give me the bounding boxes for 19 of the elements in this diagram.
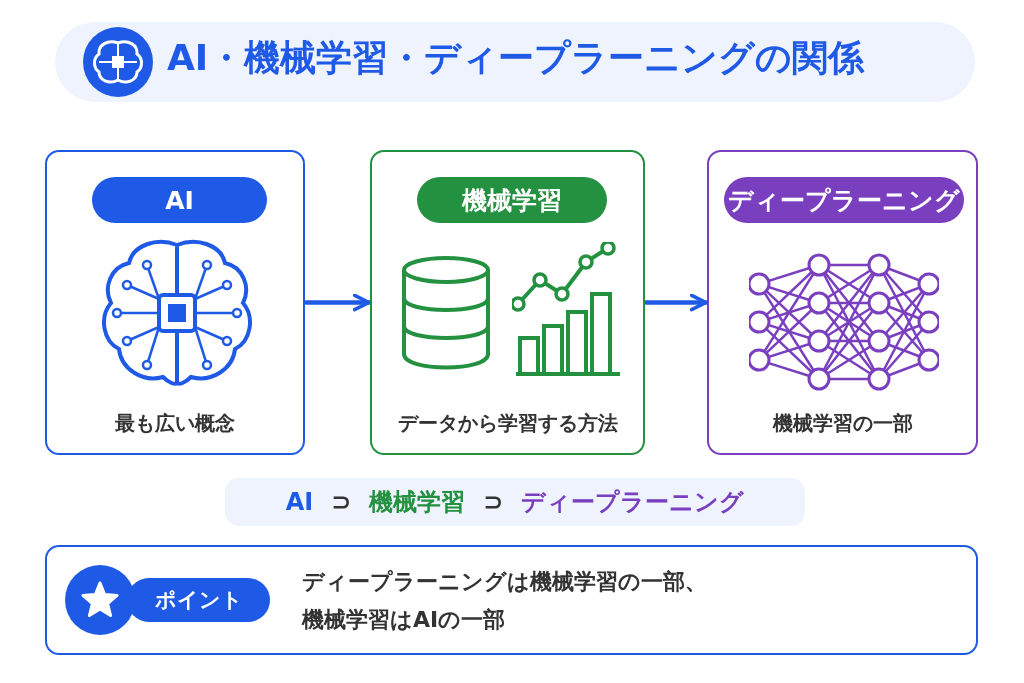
subset-symbol: ⊃: [483, 488, 504, 516]
category-tag: 機械学習: [417, 177, 607, 223]
description-text: 機械学習の一部: [771, 410, 914, 437]
point-panel: [45, 545, 978, 655]
subset-symbol: ⊃: [331, 488, 352, 516]
arrow: [303, 293, 372, 312]
category-tag: AI: [92, 177, 267, 223]
relation-term: ディープラーニング: [521, 487, 745, 518]
relation-term: AI: [285, 488, 314, 516]
description-text: 最も広い概念: [114, 410, 236, 437]
concept-card: [707, 150, 978, 455]
arrow: [643, 293, 709, 312]
title-text: AI・機械学習・ディープラーニングの関係: [167, 36, 865, 80]
concept-card: [45, 150, 305, 455]
description-text: データから学習する方法: [396, 410, 619, 437]
concept-card: [370, 150, 645, 455]
category-tag: ディープラーニング: [724, 177, 964, 223]
relation-term: 機械学習: [369, 487, 466, 518]
point-sentence: ディープラーニングは機械学習の一部、機械学習はAIの一部: [302, 568, 708, 634]
